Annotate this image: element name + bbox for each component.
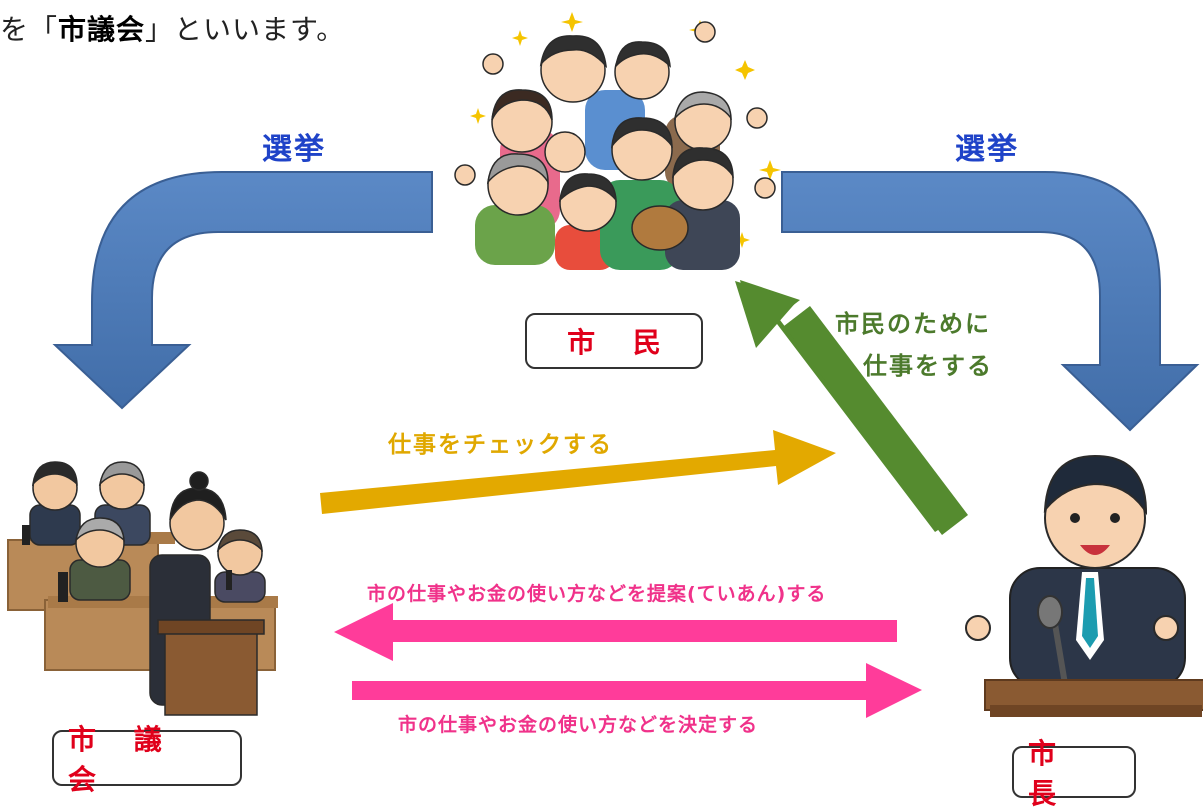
election-label-right: 選挙 (955, 132, 1019, 167)
pink-arrow-right (352, 663, 922, 718)
header-highlight: 市議会 (58, 13, 146, 46)
header-sentence: を「市議会」といいます。 (0, 8, 345, 48)
green-arrow (740, 280, 966, 532)
election-label-left: 選挙 (262, 132, 326, 167)
mayor-illustration (965, 454, 1203, 717)
green-arrow-caption: 市民のために 仕事をする (835, 303, 993, 387)
mayor-label-box: 市 長 (1012, 737, 1136, 810)
council-label-box: 市 議 会 (52, 723, 242, 796)
green-arrow-caption-line1: 市民のために (835, 310, 991, 338)
citizens-crowd-illustration (454, 12, 781, 270)
pink-arrow-left (334, 603, 897, 661)
header-prefix: を「 (0, 13, 59, 46)
header-suffix: 」といいます。 (145, 13, 346, 46)
pink-arrow-bottom-caption: 市の仕事やお金の使い方などを決定する (398, 714, 759, 736)
council-members-illustration (7, 461, 278, 716)
pink-arrow-top-caption: 市の仕事やお金の使い方などを提案(ていあん)する (367, 583, 827, 605)
yellow-arrow (320, 430, 836, 514)
election-arrow-left (52, 171, 433, 410)
yellow-arrow-caption: 仕事をチェックする (388, 432, 613, 458)
election-arrow-right (781, 171, 1200, 432)
green-arrow-caption-line2: 仕事をする (863, 352, 993, 380)
citizens-label-box: 市 民 (525, 313, 703, 369)
